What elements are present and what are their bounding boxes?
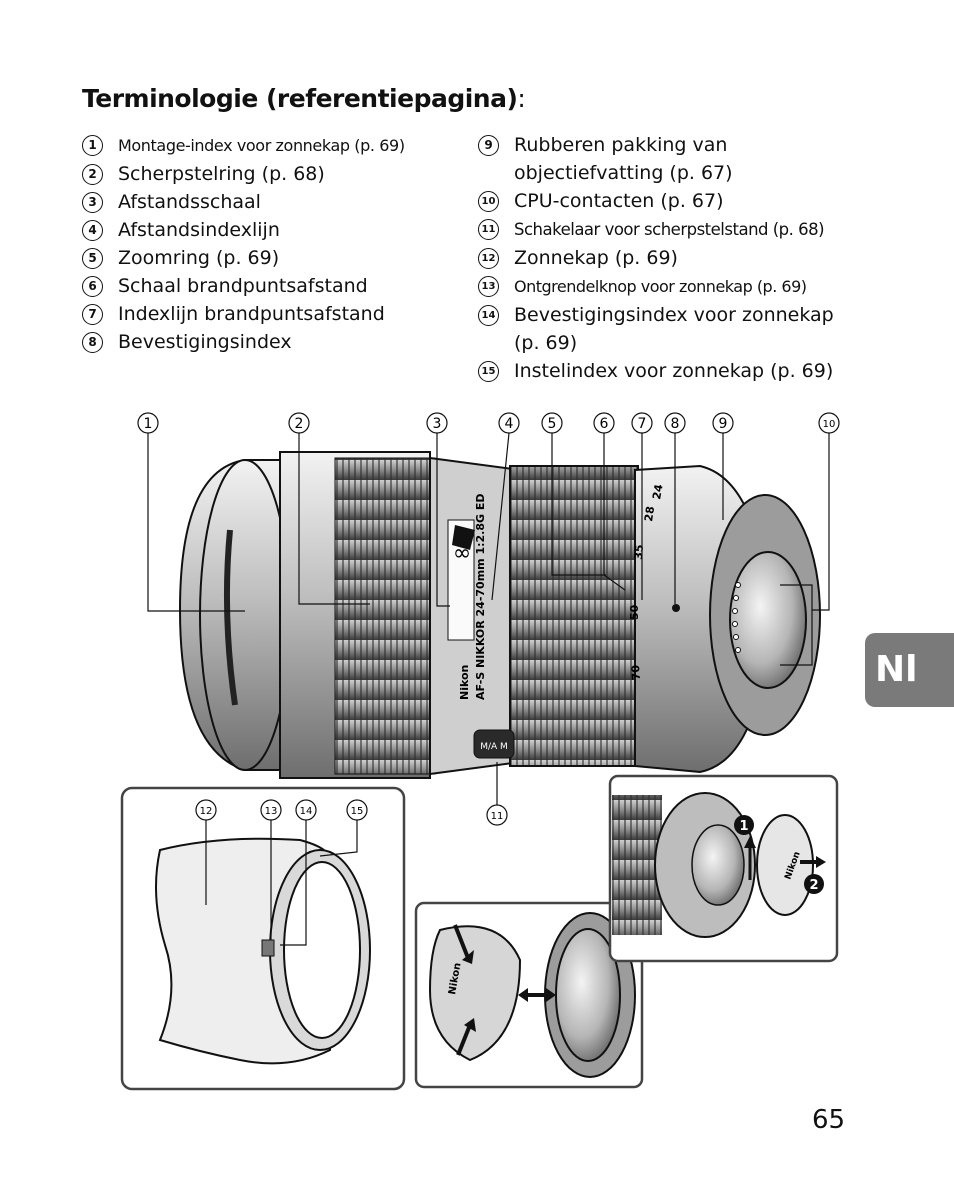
callout-8: 8: [664, 412, 686, 434]
page-title: Terminologie (referentiepagina):: [82, 84, 526, 113]
leader-lines: [147, 432, 830, 805]
svg-text:Nikon: Nikon: [458, 665, 471, 700]
svg-text:7: 7: [638, 416, 647, 432]
svg-text:9: 9: [719, 416, 728, 432]
callout-1: 1: [137, 412, 159, 434]
step-1: 1: [734, 815, 754, 835]
callout-row: 1 2 3 4 5 6 7 8 9 10: [137, 412, 840, 434]
svg-text:8: 8: [671, 416, 680, 432]
svg-text:15: 15: [351, 806, 364, 817]
svg-text:6: 6: [600, 416, 609, 432]
svg-text:3: 3: [433, 416, 442, 432]
svg-text:AF-S NIKKOR 24-70mm 1:2.8G ED: AF-S NIKKOR 24-70mm 1:2.8G ED: [474, 494, 487, 701]
mounting-index-dot: [672, 604, 680, 612]
svg-text:28: 28: [642, 505, 657, 522]
focal-length-scale: 24 28 35 50 70: [628, 483, 666, 681]
language-tab: Nl: [865, 633, 954, 707]
svg-text:35: 35: [632, 544, 646, 560]
hood-inset: 12 13 14 15: [120, 786, 406, 1091]
svg-text:5: 5: [548, 416, 557, 432]
svg-text:11: 11: [491, 811, 504, 822]
svg-text:13: 13: [265, 806, 278, 817]
svg-text:50: 50: [628, 604, 641, 620]
rear-cap-inset: Nikon 1 2: [608, 774, 839, 963]
callout-9: 9: [712, 412, 734, 434]
callout-7: 7: [631, 412, 653, 434]
page-number: 65: [812, 1105, 846, 1135]
front-cap-inset: Nikon: [414, 901, 644, 1089]
cpu-contacts: [732, 582, 741, 653]
svg-text:4: 4: [505, 416, 514, 432]
svg-text:1: 1: [739, 819, 748, 834]
step-2: 2: [804, 874, 824, 894]
callout-6: 6: [593, 412, 615, 434]
svg-text:1: 1: [144, 416, 153, 432]
callout-5: 5: [541, 412, 563, 434]
lens-body: ∞ Nikon AF-S NIKKOR 24-70mm 1:2.8G ED 24…: [178, 451, 821, 779]
svg-text:2: 2: [809, 878, 818, 893]
svg-text:70: 70: [629, 664, 643, 681]
svg-text:24: 24: [650, 483, 666, 501]
lens-print: Nikon AF-S NIKKOR 24-70mm 1:2.8G ED: [458, 494, 487, 701]
svg-text:M/A M: M/A M: [480, 742, 508, 752]
svg-text:10: 10: [823, 419, 836, 430]
svg-text:14: 14: [300, 806, 313, 817]
svg-text:2: 2: [295, 416, 304, 432]
svg-text:12: 12: [200, 806, 213, 817]
callout-2: 2: [288, 412, 310, 434]
callout-11: 11: [486, 804, 508, 826]
callout-4: 4: [498, 412, 520, 434]
callout-3: 3: [426, 412, 448, 434]
callout-10: 10: [818, 412, 840, 434]
